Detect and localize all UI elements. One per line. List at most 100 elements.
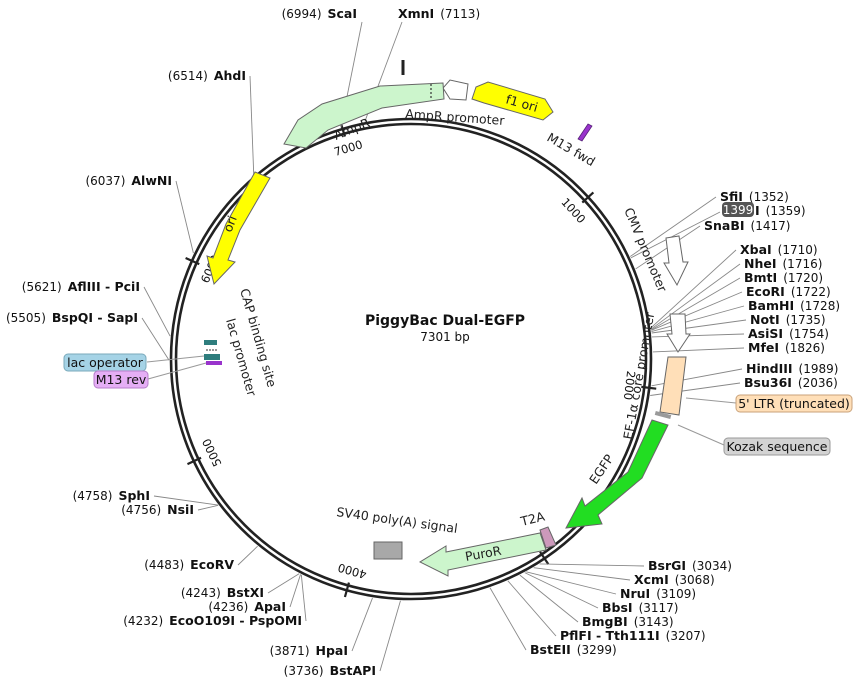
site-bmti[interactable]: BmtI (1720) bbox=[744, 270, 823, 285]
site-name: HpaI bbox=[316, 643, 349, 658]
site-bspqi-sapi[interactable]: BspQI - SapI (5505) bbox=[6, 310, 138, 325]
site-asisi[interactable]: AsiSI (1754) bbox=[748, 326, 829, 341]
site-name: XcmI bbox=[634, 572, 669, 587]
site-pos: (5505) bbox=[6, 311, 46, 325]
ori-arrow[interactable] bbox=[206, 171, 271, 286]
site-apai[interactable]: ApaI(4236) bbox=[208, 599, 286, 614]
site-afliii-pcii[interactable]: AflIII - PciI (5621) bbox=[22, 279, 140, 294]
sv40-polya-block[interactable] bbox=[373, 541, 403, 560]
ori-label: ori bbox=[220, 213, 240, 234]
ltr-5-tag[interactable]: 5' LTR (truncated) bbox=[685, 394, 853, 413]
site-snabi[interactable]: SnaBI(1417) bbox=[704, 218, 790, 233]
site-pos: (4243) bbox=[181, 586, 221, 600]
ef1a-promoter-arrow[interactable] bbox=[666, 313, 691, 353]
site-pos: (6037) bbox=[85, 174, 125, 188]
site-leader bbox=[175, 180, 194, 254]
site-leader bbox=[143, 286, 171, 337]
site-leader bbox=[249, 75, 255, 176]
m13-rev-tag[interactable]: M13 rev bbox=[93, 362, 207, 389]
site-bbsi[interactable]: BbsI(3117) bbox=[602, 600, 678, 615]
kozak-mark[interactable] bbox=[654, 410, 672, 420]
site-leader bbox=[524, 572, 599, 609]
site-name: AsiSI bbox=[748, 326, 783, 341]
site-mfei[interactable]: MfeI(1826) bbox=[748, 340, 825, 355]
site-pos: (4483) bbox=[144, 558, 184, 572]
site-name: NheI bbox=[744, 256, 777, 271]
site-pos: (1720) bbox=[783, 271, 823, 285]
site-name: BmtI bbox=[744, 270, 777, 285]
site-pos: (1754) bbox=[789, 327, 829, 341]
site-pos: (4758) bbox=[73, 489, 113, 503]
f1-ori-arrow[interactable] bbox=[471, 81, 554, 121]
site-name: SphI bbox=[118, 488, 150, 503]
site-hpai[interactable]: HpaI(3871) bbox=[270, 643, 348, 658]
site-pos: (1989) bbox=[799, 362, 839, 376]
site-name: ScaI bbox=[328, 6, 358, 21]
site-leader bbox=[351, 597, 373, 652]
site-leader bbox=[489, 587, 527, 651]
site-pos: (6514) bbox=[168, 69, 208, 83]
site-bstapi[interactable]: BstAPI(3736) bbox=[284, 663, 376, 678]
site-pos: (3207) bbox=[666, 629, 706, 643]
site-name: BspQI - SapI bbox=[52, 310, 138, 325]
kozak-tag[interactable]: Kozak sequence bbox=[677, 424, 831, 456]
site-sphi[interactable]: SphI (4758) bbox=[73, 488, 150, 503]
site-leader bbox=[300, 574, 307, 622]
site-leader bbox=[539, 563, 645, 567]
site-name: NsiI bbox=[167, 502, 194, 517]
m13-rev-primer[interactable] bbox=[206, 361, 222, 365]
lac-operator-tag[interactable]: lac operator bbox=[63, 353, 205, 372]
site-ecoo109i-pspomi[interactable]: EcoO109I - PspOMI(4232) bbox=[123, 613, 302, 628]
site-leader bbox=[237, 545, 258, 566]
site-bsrgi[interactable]: BsrGI(3034) bbox=[648, 558, 732, 573]
site-sfii[interactable]: SfiI(1352) bbox=[720, 189, 789, 204]
site-name: AflIII - PciI bbox=[68, 279, 140, 294]
site-xmni[interactable]: XmnI(7113) bbox=[398, 6, 480, 21]
site-leader bbox=[651, 333, 745, 338]
cmv-promoter-arrow[interactable] bbox=[663, 235, 689, 287]
site-xbai[interactable]: XbaI(1710) bbox=[740, 242, 818, 257]
site-name: NruI bbox=[620, 586, 650, 601]
site-pos: (5621) bbox=[22, 280, 62, 294]
ltr-5-block[interactable] bbox=[659, 356, 687, 416]
site-leader bbox=[651, 291, 743, 331]
svg-text:M13 rev: M13 rev bbox=[96, 372, 147, 387]
site-hindiii[interactable]: HindIII(1989) bbox=[746, 361, 838, 376]
puror-arrow[interactable] bbox=[418, 532, 547, 577]
site-bamhi[interactable]: BamHI(1728) bbox=[748, 298, 840, 313]
site-alwni[interactable]: AlwNI(6037) bbox=[85, 173, 172, 188]
site-noti[interactable]: NotI(1735) bbox=[750, 312, 826, 327]
site-ecorv[interactable]: EcoRV(4483) bbox=[144, 557, 234, 572]
cap-binding-site-mark[interactable] bbox=[204, 340, 217, 345]
site-pflfi-tth111i[interactable]: PflFI - Tth111I(3207) bbox=[560, 628, 706, 643]
ampr-promoter-arrow[interactable] bbox=[442, 79, 469, 101]
m13-fwd-primer[interactable] bbox=[577, 123, 593, 142]
site-leader bbox=[630, 211, 721, 259]
site-badge-text: 1399 bbox=[723, 203, 754, 217]
site-name: BamHI bbox=[748, 298, 794, 313]
t2a-block[interactable] bbox=[539, 526, 557, 549]
egfp-arrow[interactable] bbox=[565, 419, 669, 529]
site-pos: (4232) bbox=[123, 614, 163, 628]
site-bmgbi[interactable]: BmgBI(3143) bbox=[582, 614, 674, 629]
site-leader bbox=[651, 305, 745, 332]
tick-3000 bbox=[539, 551, 550, 565]
lac-operator-mark[interactable] bbox=[204, 354, 220, 360]
site-bstxi[interactable]: BstXI(4243) bbox=[181, 585, 264, 600]
site-ahdi[interactable]: AhdI(6514) bbox=[168, 68, 246, 83]
site-pos: (3068) bbox=[675, 573, 715, 587]
site-bsteii[interactable]: BstEII(3299) bbox=[530, 642, 617, 657]
site-pos: (3736) bbox=[284, 664, 324, 678]
site-scai[interactable]: ScaI(6994) bbox=[282, 6, 357, 21]
site-xcmi[interactable]: XcmI (3068) bbox=[634, 572, 715, 587]
site-nsii[interactable]: NsiI(4756) bbox=[121, 502, 194, 517]
site-nhei[interactable]: NheI(1716) bbox=[744, 256, 822, 271]
ampr-arrow[interactable] bbox=[283, 82, 445, 149]
site-nrui[interactable]: NruI(3109) bbox=[620, 586, 696, 601]
site-ecori[interactable]: EcoRI(1722) bbox=[746, 284, 831, 299]
site-bsu36i[interactable]: Bsu36I(2036) bbox=[744, 375, 838, 390]
site-pos: (3034) bbox=[692, 559, 732, 573]
tick-6000 bbox=[185, 257, 200, 266]
site-pos: (1359) bbox=[766, 204, 806, 218]
